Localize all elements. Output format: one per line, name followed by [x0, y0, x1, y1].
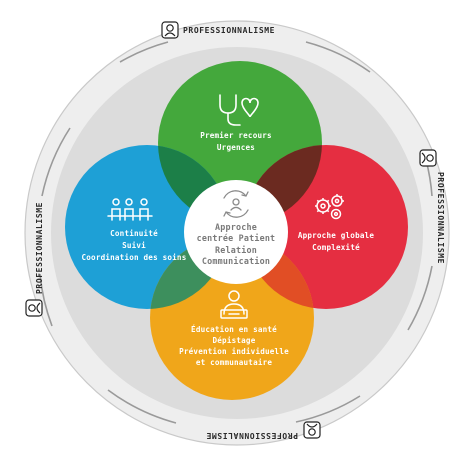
- overlap-green-blue: [158, 145, 229, 225]
- center-line-2: centrée Patient: [197, 233, 276, 243]
- center-line-1: Approche: [215, 222, 257, 232]
- overlap-blue-orange: [150, 236, 229, 309]
- green-line-1: Premier recours: [200, 131, 272, 140]
- red-line-1: Approche globale: [298, 231, 375, 240]
- group-meeting-icon: [107, 198, 153, 221]
- center-circle: [184, 180, 288, 284]
- blue-line-3: Coordination des soins: [82, 253, 187, 262]
- gears-icon: [315, 194, 344, 220]
- ring-label: PROFESSIONNALISME: [183, 26, 275, 35]
- center-line-3: Relation: [215, 245, 257, 255]
- ring-label: PROFESSIONNALISME: [206, 431, 298, 440]
- orange-line-4: et communautaire: [196, 358, 273, 367]
- orange-line-2: Dépistage: [213, 336, 256, 345]
- blue-line-2: Suivi: [122, 241, 146, 250]
- stethoscope-heart-icon: [219, 94, 259, 126]
- center-line-4: Communication: [202, 256, 270, 266]
- blue-line-1: Continuité: [110, 229, 158, 238]
- orange-line-3: Prévention individuelle: [179, 347, 289, 356]
- orange-line-1: Éducation en santé: [191, 325, 277, 334]
- ring-label-bottom: PROFESSIONNALISME: [206, 421, 321, 440]
- overlap-green-red: [244, 145, 322, 225]
- ring-label-top: PROFESSIONNALISME: [161, 21, 275, 39]
- green-line-2: Urgences: [217, 143, 255, 152]
- professional-icon: [25, 299, 43, 317]
- ring-label-right: PROFESSIONNALISME: [419, 149, 445, 264]
- ring-label-left: PROFESSIONNALISME: [25, 202, 44, 317]
- professional-icon: [161, 21, 179, 39]
- ring-arrows: [39, 41, 433, 424]
- patient-cycle-icon: [223, 190, 249, 218]
- ring-label: PROFESSIONNALISME: [436, 172, 445, 264]
- professional-icon: [303, 421, 321, 439]
- overlap-red-orange: [244, 236, 314, 309]
- education-person-icon: [220, 290, 248, 319]
- ring-label: PROFESSIONNALISME: [35, 202, 44, 294]
- professional-icon: [419, 149, 437, 167]
- red-line-2: Complexité: [312, 243, 360, 252]
